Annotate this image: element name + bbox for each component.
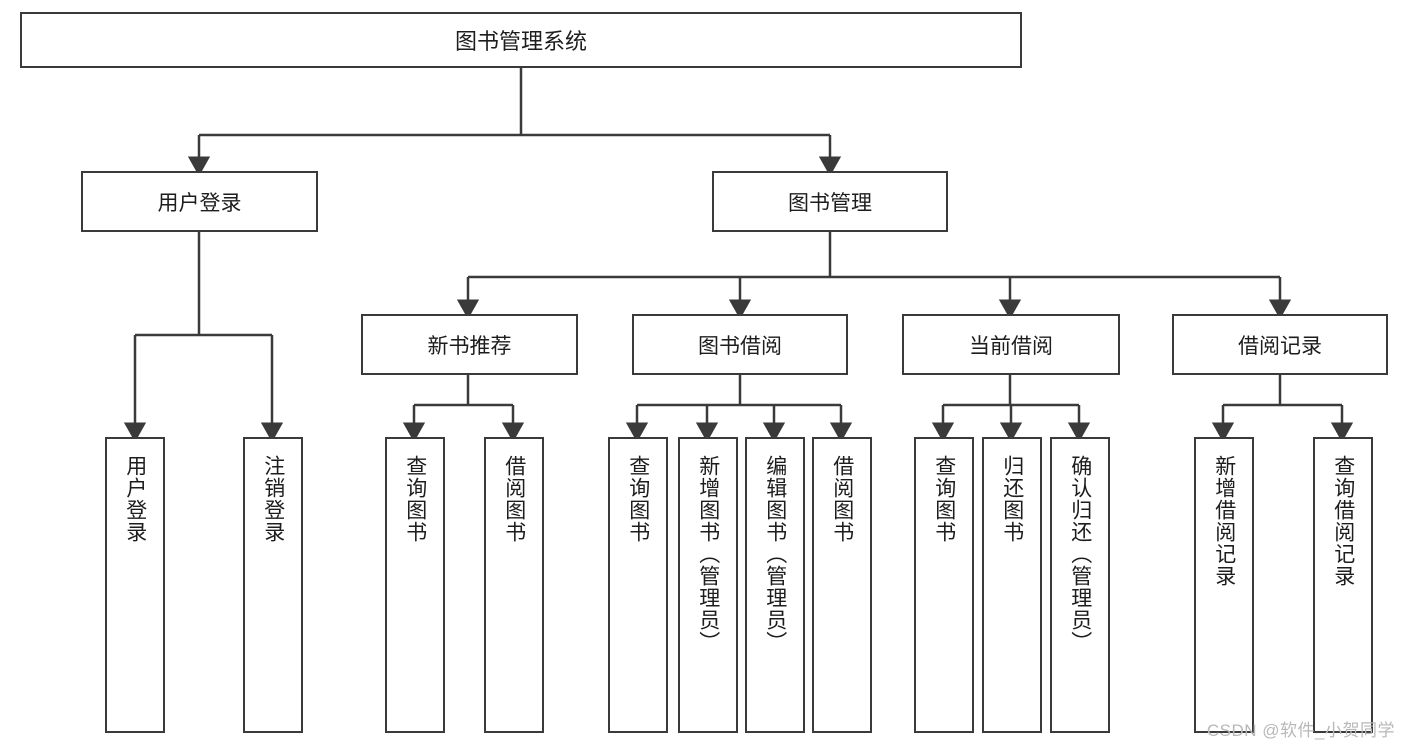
watermark: CSDN @软件_小贺同学 bbox=[1206, 721, 1395, 740]
leaf-borrow-book-label: 借阅图书 bbox=[830, 455, 854, 543]
leaf-query-book-recommend[interactable]: 查询图书 bbox=[385, 437, 445, 733]
node-borrow-record[interactable]: 借阅记录 bbox=[1172, 314, 1388, 375]
node-current-borrow[interactable]: 当前借阅 bbox=[902, 314, 1120, 375]
node-user-login[interactable]: 用户登录 bbox=[81, 171, 318, 232]
node-user-login-label: 用户登录 bbox=[157, 191, 242, 215]
leaf-query-book-borrow-label: 查询图书 bbox=[626, 455, 650, 543]
leaf-add-book-admin[interactable]: 新增图书（管理员） bbox=[678, 437, 738, 733]
node-book-management-label: 图书管理 bbox=[788, 191, 872, 215]
leaf-confirm-return-admin[interactable]: 确认归还（管理员） bbox=[1050, 437, 1110, 733]
leaf-user-login[interactable]: 用户登录 bbox=[105, 437, 165, 733]
node-book-management[interactable]: 图书管理 bbox=[712, 171, 948, 232]
leaf-add-borrow-record[interactable]: 新增借阅记录 bbox=[1194, 437, 1254, 733]
node-new-book-recommend-label: 新书推荐 bbox=[427, 334, 512, 358]
leaf-user-login-label: 用户登录 bbox=[123, 455, 147, 543]
leaf-query-borrow-record[interactable]: 查询借阅记录 bbox=[1313, 437, 1373, 733]
leaf-confirm-return-admin-label: 确认归还（管理员） bbox=[1068, 455, 1092, 653]
leaf-query-book-current[interactable]: 查询图书 bbox=[914, 437, 974, 733]
leaf-logout-label: 注销登录 bbox=[261, 455, 285, 543]
leaf-add-book-admin-label: 新增图书（管理员） bbox=[696, 455, 720, 653]
node-new-book-recommend[interactable]: 新书推荐 bbox=[361, 314, 578, 375]
node-current-borrow-label: 当前借阅 bbox=[969, 334, 1053, 358]
node-book-borrow[interactable]: 图书借阅 bbox=[632, 314, 848, 375]
leaf-borrow-book[interactable]: 借阅图书 bbox=[812, 437, 872, 733]
leaf-return-book[interactable]: 归还图书 bbox=[982, 437, 1042, 733]
node-book-borrow-label: 图书借阅 bbox=[698, 334, 782, 358]
leaf-edit-book-admin[interactable]: 编辑图书（管理员） bbox=[745, 437, 805, 733]
leaf-borrow-book-recommend[interactable]: 借阅图书 bbox=[484, 437, 544, 733]
leaf-query-borrow-record-label: 查询借阅记录 bbox=[1331, 455, 1355, 587]
leaf-return-book-label: 归还图书 bbox=[1000, 455, 1024, 543]
leaf-query-book-borrow[interactable]: 查询图书 bbox=[608, 437, 668, 733]
leaf-add-borrow-record-label: 新增借阅记录 bbox=[1212, 455, 1236, 587]
node-root[interactable]: 图书管理系统 bbox=[20, 12, 1022, 68]
leaf-query-book-recommend-label: 查询图书 bbox=[403, 455, 427, 543]
node-borrow-record-label: 借阅记录 bbox=[1238, 334, 1322, 358]
leaf-edit-book-admin-label: 编辑图书（管理员） bbox=[763, 455, 787, 653]
leaf-borrow-book-recommend-label: 借阅图书 bbox=[502, 455, 526, 543]
leaf-query-book-current-label: 查询图书 bbox=[932, 455, 956, 543]
leaf-logout[interactable]: 注销登录 bbox=[243, 437, 303, 733]
node-root-label: 图书管理系统 bbox=[454, 29, 587, 54]
